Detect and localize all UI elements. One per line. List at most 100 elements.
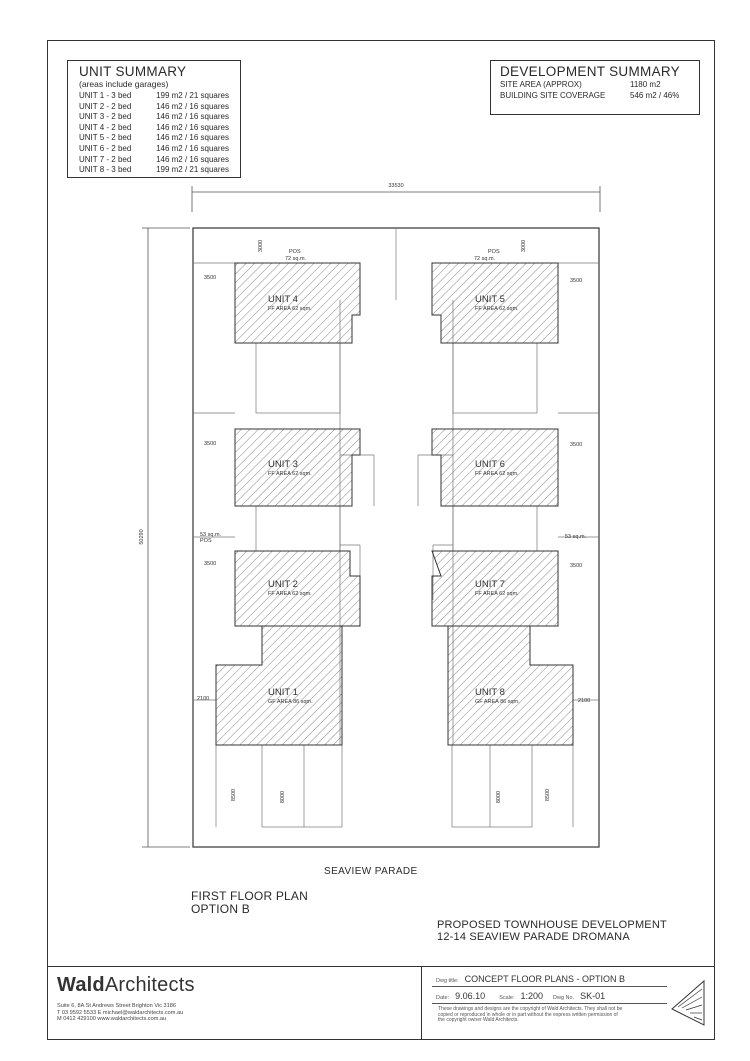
dimension-labels: 33530 50290 POS 72 sq.m. POS 72 sq.m. 30… <box>139 183 590 803</box>
drawing-title: CONCEPT FLOOR PLANS - OPTION B <box>464 974 625 984</box>
unit-summary-row: UNIT 2 - 2 bed 146 m2 / 16 squares <box>79 102 229 113</box>
unit-area-label: FF AREA 62 sqm. <box>475 306 519 312</box>
unit-summary-row: UNIT 4 - 2 bed 146 m2 / 16 squares <box>79 123 229 134</box>
pos-area-label: 53 sq.m. <box>200 532 222 538</box>
unit-summary-title: UNIT SUMMARY <box>79 64 187 79</box>
unit-area: 199 m2 / 21 squares <box>156 91 229 100</box>
unit-area-label: FF AREA 62 sqm. <box>268 471 312 477</box>
sheet-border <box>47 40 715 1040</box>
unit-area: 146 m2 / 16 squares <box>156 133 229 143</box>
unit-name: UNIT 7 <box>475 579 505 590</box>
development-row: BUILDING SITE COVERAGE 546 m2 / 46% <box>500 90 690 101</box>
unit-6-footprint <box>431 428 559 507</box>
pos-label: POS <box>289 249 301 255</box>
unit-name: UNIT 8 <box>475 687 505 698</box>
dim-3500: 3500 <box>204 275 216 281</box>
unit-summary-row: UNIT 8 - 3 bed 199 m2 / 21 squares <box>79 165 229 176</box>
date-value: 9.06.10 <box>455 991 486 1001</box>
company-logo: WaldArchitects <box>57 974 195 997</box>
unit-name: UNIT 1 <box>268 687 298 698</box>
unit-labels: UNIT 4 FF AREA 62 sqm. UNIT 5 FF AREA 62… <box>268 294 520 705</box>
street-name: SEAVIEW PARADE <box>324 866 418 877</box>
copyright-notes: These drawings and designs are the copyr… <box>438 1006 623 1024</box>
project-address-line: 12-14 SEAVIEW PARADE DROMANA <box>437 930 630 943</box>
scale-value: 1:200 <box>520 991 544 1001</box>
date-label: Date: <box>436 995 450 1001</box>
unit-area-label: FF AREA 62 sqm. <box>268 591 312 597</box>
unit-label: UNIT 3 - 2 bed <box>79 112 132 122</box>
unit-label: UNIT 4 - 2 bed <box>79 122 132 132</box>
unit-area-label: GF AREA 86 sqm. <box>268 699 313 705</box>
unit-area: 199 m2 / 21 squares <box>156 165 229 175</box>
drawing-meta-row: Date: 9.06.10 Scale: 1:200 Dwg No. SK-01 <box>436 991 605 1001</box>
plan-title-line: FIRST FLOOR PLAN <box>191 889 309 903</box>
pos-area-label: 53 sq.m. <box>565 534 587 540</box>
dim-3500: 3500 <box>570 278 582 284</box>
development-label: SITE AREA (APPROX) <box>500 80 582 89</box>
dim-3500: 3500 <box>570 563 582 569</box>
copyright-line: These drawings and designs are the copyr… <box>438 1006 623 1012</box>
plan-option-line: OPTION B <box>191 902 250 916</box>
dim-3000: 3000 <box>521 240 527 252</box>
drawing-title-row: Dwg title: CONCEPT FLOOR PLANS - OPTION … <box>436 974 625 984</box>
development-summary-box: DEVELOPMENT SUMMARY SITE AREA (APPROX) 11… <box>490 60 700 115</box>
dim-8000: 8000 <box>280 791 286 803</box>
contact-mobile-web: M 0412 429100 www.waldarchitects.com.au <box>57 1016 167 1023</box>
unit-summary-row: UNIT 3 - 2 bed 146 m2 / 16 squares <box>79 112 229 123</box>
unit-5-footprint <box>431 262 559 344</box>
dim-3500: 3500 <box>204 561 216 567</box>
development-value: 546 m2 / 46% <box>630 91 680 100</box>
development-label: BUILDING SITE COVERAGE <box>500 91 606 100</box>
logo-text: Architects <box>104 974 195 996</box>
pos-label: POS <box>200 538 212 544</box>
development-row: SITE AREA (APPROX) 1180 m2 <box>500 79 690 90</box>
plan-title: FIRST FLOOR PLAN OPTION B <box>191 890 308 916</box>
unit-summary-box: UNIT SUMMARY (areas include garages) UNI… <box>67 60 241 178</box>
unit-area: 146 m2 / 16 squares <box>156 143 229 153</box>
development-summary-title: DEVELOPMENT SUMMARY <box>500 64 680 79</box>
drawing-info: Dwg title: CONCEPT FLOOR PLANS - OPTION … <box>421 967 716 1039</box>
unit-8-footprint <box>447 625 574 746</box>
unit-label: UNIT 2 - 2 bed <box>79 101 132 111</box>
dim-3000: 3000 <box>258 240 264 252</box>
unit-7-footprint <box>431 550 559 627</box>
project-title-line: PROPOSED TOWNHOUSE DEVELOPMENT <box>437 919 667 931</box>
dim-2100: 2100 <box>197 696 209 702</box>
unit-name: UNIT 6 <box>475 459 505 470</box>
unit-summary-subtitle: (areas include garages) <box>79 79 169 89</box>
unit-area: 146 m2 / 16 squares <box>156 154 229 164</box>
unit-4-footprint <box>234 262 361 344</box>
dim-3500: 3500 <box>204 441 216 447</box>
unit-area-label: FF AREA 62 sqm. <box>475 471 519 477</box>
overall-depth-label: 50290 <box>139 529 145 544</box>
dim-2100: 2100 <box>578 698 590 704</box>
firm-mark-icon <box>671 979 705 1026</box>
unit-label: UNIT 8 - 3 bed <box>79 165 132 175</box>
project-title: PROPOSED TOWNHOUSE DEVELOPMENT 12-14 SEA… <box>437 919 667 943</box>
unit-name: UNIT 5 <box>475 294 505 305</box>
contact-phone-email: T 03 9592 5533 E michael@waldarchitects.… <box>57 1009 184 1016</box>
unit-area-label: FF AREA 62 sqm. <box>268 306 312 312</box>
unit-area: 146 m2 / 16 squares <box>156 112 229 122</box>
unit-area: 146 m2 / 16 squares <box>156 122 229 132</box>
pos-area-label: 72 sq.m. <box>285 256 307 262</box>
unit-name: UNIT 2 <box>268 579 298 590</box>
scale-label: Scale: <box>499 995 515 1001</box>
drawing-title-label: Dwg title: <box>436 978 459 984</box>
unit-name: UNIT 4 <box>268 294 298 305</box>
contact-address: Suite 6, 8A St Andrews Street Brighton V… <box>57 1003 176 1009</box>
company-contact: Suite 6, 8A St Andrews Street Brighton V… <box>57 1003 183 1023</box>
pos-label: POS <box>488 249 500 255</box>
unit-label: UNIT 7 - 2 bed <box>79 154 132 164</box>
unit-area: 146 m2 / 16 squares <box>156 101 229 111</box>
copyright-line: the copyright owner Wald Architects. <box>438 1017 519 1023</box>
unit-1-footprint <box>215 625 343 746</box>
drawing-number-label: Dwg No. <box>553 995 575 1001</box>
title-block: WaldArchitects Suite 6, 8A St Andrews St… <box>47 966 715 1040</box>
dim-8000: 8000 <box>496 791 502 803</box>
unit-name: UNIT 3 <box>268 459 298 470</box>
development-value: 1180 m2 <box>630 80 661 89</box>
